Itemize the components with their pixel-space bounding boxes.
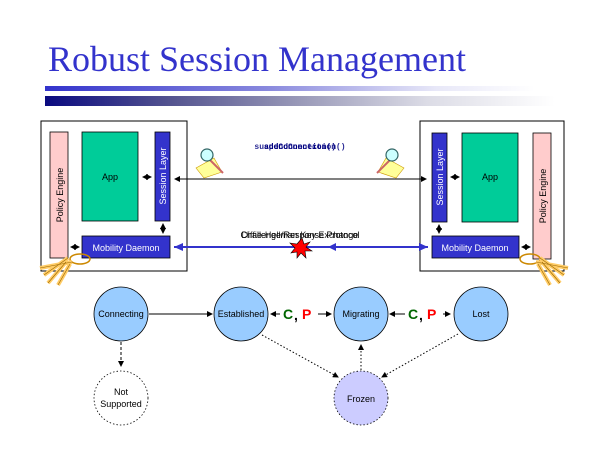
cp1-comma: , [294, 307, 298, 323]
right-mobility-daemon-label: Mobility Daemon [441, 243, 508, 253]
state-connecting: Connecting [93, 286, 149, 342]
state-lost-label: Lost [472, 309, 490, 319]
cp1-p: P [302, 306, 311, 322]
cp-label-bg-2 [405, 305, 443, 321]
state-not-supported-line2: Supported [100, 399, 142, 409]
right-policy-engine-label: Policy Engine [538, 169, 548, 224]
left-policy-engine-label: Policy Engine [55, 168, 65, 223]
right-app-label: App [482, 172, 498, 182]
left-mobility-daemon [81, 235, 171, 259]
right-host: Session Layer App Policy Engine Mobility… [419, 120, 565, 272]
edge-lost-frozen [381, 333, 459, 378]
keys-icon-right [519, 253, 569, 286]
right-session-layer [431, 132, 448, 223]
explosion-icon [289, 237, 313, 259]
state-not-supported: Not Supported [93, 370, 149, 426]
daemon-protocol-a: Challenge/Response Protocol [240, 230, 359, 240]
left-policy-engine [49, 131, 69, 259]
state-lost: Lost [453, 286, 509, 342]
slide-title: Robust Session Management [48, 39, 466, 79]
daemon-protocol-b: Diffie-Hellman Key Exchange [242, 230, 359, 240]
state-connecting-label: Connecting [98, 309, 144, 319]
cp2-p: P [427, 306, 436, 322]
left-session-layer [154, 131, 171, 222]
left-host: Policy Engine App Session Layer Mobility… [40, 120, 188, 272]
cp2-c: C [408, 306, 418, 322]
edge-established-frozen [261, 334, 339, 378]
state-not-supported-line1: Not [114, 387, 129, 397]
left-app [81, 131, 139, 222]
state-established-label: Established [218, 309, 265, 319]
state-established: Established [213, 286, 269, 342]
title-underline-bottom [45, 96, 555, 106]
cp2-comma: , [419, 307, 423, 323]
state-migrating-label: Migrating [342, 309, 379, 319]
keys-icon-left [39, 253, 91, 286]
daemon-link-arrow-right [419, 243, 428, 251]
cp1-c: C [283, 306, 293, 322]
right-session-layer-label: Session Layer [435, 148, 445, 205]
state-frozen: Frozen [333, 370, 389, 426]
right-app [461, 132, 519, 223]
session-call-b: suspendConnection() [254, 143, 345, 152]
magnifier-icon-right [376, 148, 405, 179]
session-call-a: addConnection() [264, 143, 336, 152]
right-mobility-daemon [431, 235, 520, 259]
magnifier-icon-left [195, 148, 224, 179]
left-mobility-daemon-label: Mobility Daemon [92, 243, 159, 253]
state-migrating: Migrating [333, 286, 389, 342]
daemon-link-arrow-mid [328, 243, 336, 251]
daemon-link-arrow-left [174, 243, 183, 251]
cp-label-bg-1 [280, 305, 318, 321]
left-app-label: App [102, 172, 118, 182]
left-session-layer-label: Session Layer [158, 147, 168, 204]
title-underline-top [45, 86, 535, 91]
state-frozen-label: Frozen [347, 394, 375, 404]
